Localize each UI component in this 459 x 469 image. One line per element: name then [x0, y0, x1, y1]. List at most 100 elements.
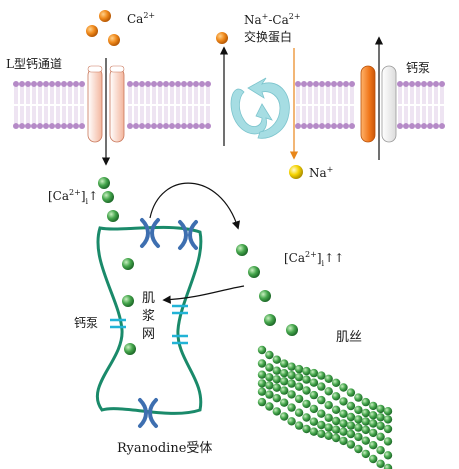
myofilament-bead	[294, 364, 304, 374]
lipid-tail	[398, 106, 402, 123]
myofilament-bead	[361, 417, 370, 426]
lipid-tail	[62, 87, 66, 104]
myofilament-bead	[339, 419, 348, 428]
myofilament-bead	[339, 397, 348, 406]
ryanodine-receptor-top	[140, 218, 198, 250]
myofilament-bead	[272, 375, 281, 384]
lipid-tail	[332, 106, 336, 123]
lipid-tail	[302, 106, 306, 123]
sr-label-char2: 浆	[142, 309, 155, 324]
myofilament-bead	[376, 421, 385, 431]
myofilament-bead	[317, 382, 326, 391]
lipid-tail	[440, 106, 444, 123]
myofilament-bead	[287, 362, 296, 371]
lipid-head	[325, 81, 331, 87]
lipid-tail	[338, 87, 342, 104]
lipid-head	[319, 81, 325, 87]
myofilament-bead	[369, 401, 378, 411]
lipid-tail	[296, 87, 300, 104]
lipid-head	[43, 81, 49, 87]
l-type-calcium-channel	[87, 58, 125, 166]
myofilament-bead	[324, 431, 333, 440]
myofilament-bead	[280, 386, 289, 395]
myofilament-bead	[346, 429, 356, 439]
myofilament-bead	[369, 454, 378, 464]
lipid-head	[25, 81, 31, 87]
myofilament-bead	[346, 412, 356, 422]
lipid-head	[415, 81, 421, 87]
myofilament-bead	[309, 390, 319, 400]
lipid-tail	[164, 106, 168, 123]
myofilament-bead	[354, 423, 363, 432]
myofilament-bead	[324, 387, 333, 396]
myofilament-bead	[287, 417, 296, 426]
lipid-head	[301, 123, 307, 129]
myofilament-bead	[287, 390, 296, 399]
ca-ion-label: Ca2+	[127, 11, 155, 26]
lipid-head	[19, 81, 25, 87]
lipid-head	[409, 81, 415, 87]
lipid-tail	[182, 87, 186, 104]
lipid-tail	[134, 87, 138, 104]
lipid-tail	[320, 87, 324, 104]
ca-ion-exchanged	[216, 32, 228, 44]
myofilament-bead	[265, 381, 274, 390]
myofilament-bead	[317, 409, 326, 418]
myofilament-bead	[383, 424, 393, 434]
lipid-head	[295, 123, 301, 129]
lipid-head	[199, 123, 205, 129]
lipid-tail	[416, 106, 420, 123]
myofilament-bead	[346, 401, 356, 411]
lipid-tail	[44, 106, 48, 123]
na-ion	[289, 165, 303, 179]
lipid-tail	[428, 87, 432, 104]
lipid-tail	[200, 87, 204, 104]
lipid-head	[79, 81, 85, 87]
myofilament-bead	[272, 394, 281, 403]
lipid-head	[343, 81, 349, 87]
ca-ion	[259, 290, 271, 302]
lipid-head	[55, 81, 61, 87]
myofilament-bead	[272, 355, 281, 364]
lipid-tail	[332, 87, 336, 104]
myofilament-bead	[369, 441, 378, 450]
lipid-tail	[344, 87, 348, 104]
lipid-tail	[314, 106, 318, 123]
ca-ion	[264, 314, 276, 326]
myofilament-bead	[354, 432, 363, 442]
lipid-head	[409, 123, 415, 129]
lipid-tail	[410, 87, 414, 104]
myofilament-bead	[354, 444, 363, 454]
myofilament-bead	[369, 428, 378, 438]
myofilament-bead	[280, 398, 289, 407]
lipid-tail	[14, 87, 18, 104]
lipid-tail	[50, 106, 54, 123]
lipid-tail	[128, 87, 132, 104]
lipid-head	[13, 123, 19, 129]
lipid-tail	[38, 87, 42, 104]
myofilament-bead	[317, 429, 326, 438]
lipid-tail	[308, 87, 312, 104]
lipid-head	[199, 81, 205, 87]
myofilament-bead	[346, 421, 356, 430]
myofilament-bead	[294, 382, 304, 391]
lipid-head	[187, 81, 193, 87]
lipid-tail	[50, 87, 54, 104]
ryanodine-receptor-label: Ryanodine受体	[117, 441, 212, 456]
lipid-head	[427, 81, 433, 87]
ca-ion	[99, 10, 111, 22]
lipid-head	[349, 81, 355, 87]
ca-ion	[286, 324, 298, 336]
lipid-tail	[344, 106, 348, 123]
myofilament-label: 肌丝	[336, 330, 362, 345]
sr-label-char1: 肌	[142, 291, 155, 306]
lipid-head	[157, 123, 163, 129]
myofilament-bead	[339, 436, 348, 446]
lipid-head	[415, 123, 421, 129]
myofilament-bead	[257, 345, 267, 355]
calcium-pump-left-label: 钙泵	[74, 316, 98, 330]
lipid-tail	[440, 87, 444, 104]
lipid-head	[337, 123, 343, 129]
myofilament-bead	[369, 411, 378, 420]
lipid-tail	[140, 87, 144, 104]
